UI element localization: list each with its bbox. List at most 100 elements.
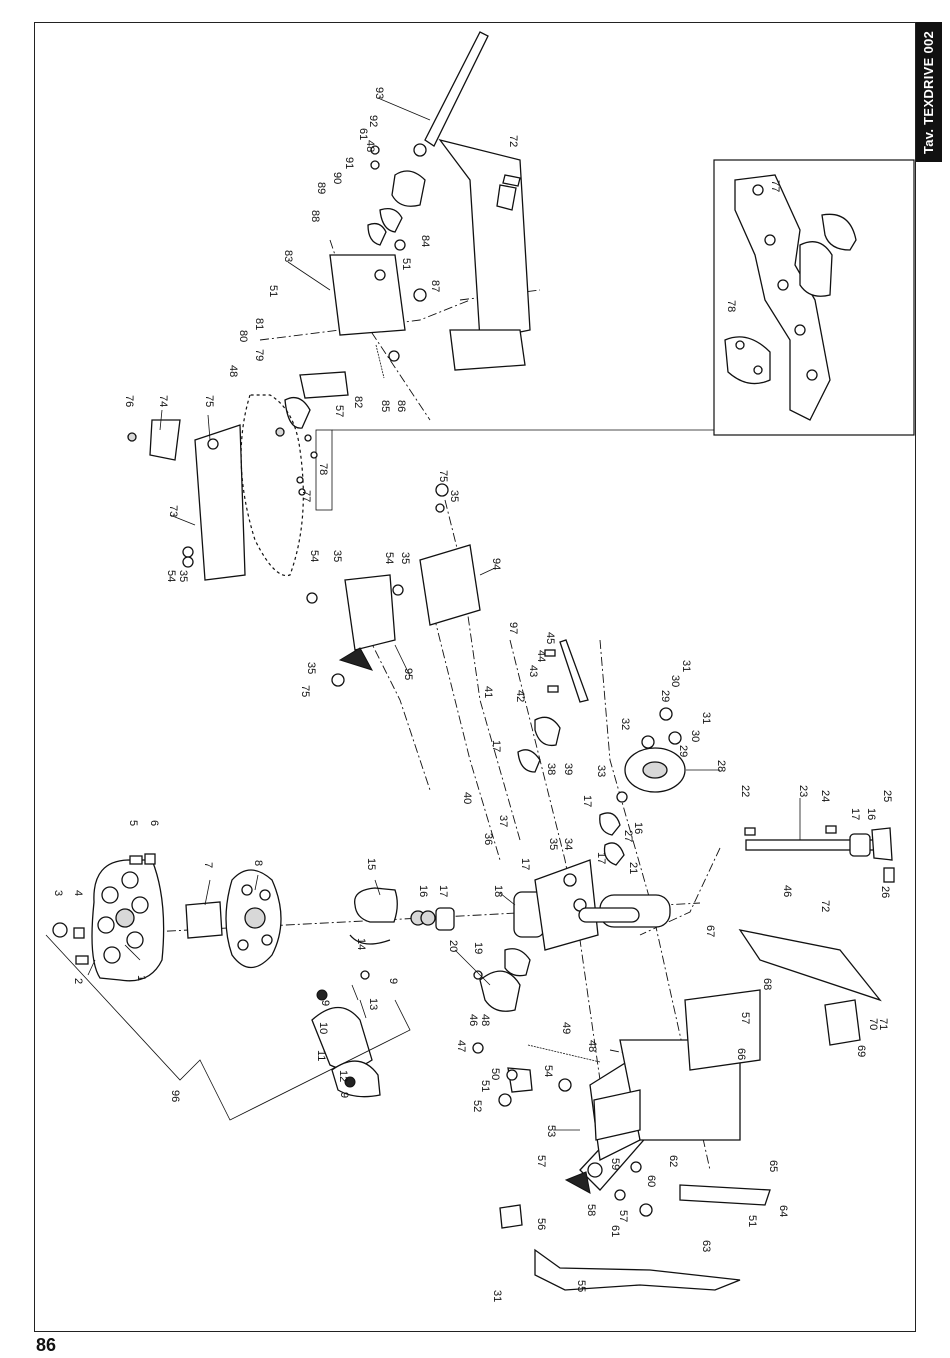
callout-16: 16 — [417, 885, 429, 897]
callout-17: 17 — [437, 885, 449, 897]
callout-51b: 51 — [746, 1215, 758, 1227]
callout-90: 90 — [331, 172, 343, 184]
callout-62: 62 — [667, 1155, 679, 1167]
group-bracket-96 — [45, 934, 411, 1121]
callout-34: 34 — [562, 838, 574, 850]
callout-13: 13 — [367, 998, 379, 1010]
callout-4: 4 — [72, 890, 84, 896]
callout-89: 89 — [315, 182, 327, 194]
upper-drive-assembly — [275, 31, 531, 437]
callout-96: 96 — [169, 1090, 181, 1102]
callout-72: 72 — [819, 900, 831, 912]
callout-72b: 72 — [507, 135, 519, 147]
callout-59: 59 — [609, 1158, 621, 1170]
callout-94: 94 — [490, 558, 502, 570]
callout-20: 20 — [447, 940, 459, 952]
callout-66: 66 — [735, 1048, 747, 1060]
belt-cover — [127, 419, 246, 581]
callout-2: 2 — [72, 978, 84, 984]
callout-5: 5 — [127, 820, 139, 826]
callout-75b: 75 — [437, 470, 449, 482]
chain-detail-inset — [296, 159, 915, 511]
callout-48d: 48 — [227, 365, 239, 377]
callout-31: 31 — [680, 660, 692, 672]
callout-27: 27 — [622, 830, 634, 842]
callout-9: 9 — [319, 1000, 331, 1006]
callout-42: 42 — [514, 690, 526, 702]
handle-frame — [534, 929, 882, 1291]
callout-35e: 35 — [305, 662, 317, 674]
callout-48b: 48 — [586, 1040, 598, 1052]
callout-22: 22 — [739, 785, 751, 797]
callout-17f: 17 — [849, 808, 861, 820]
callout-37: 37 — [497, 815, 509, 827]
callout-82: 82 — [352, 396, 364, 408]
callout-19: 19 — [472, 942, 484, 954]
callout-52: 52 — [471, 1100, 483, 1112]
callout-47: 47 — [455, 1040, 467, 1052]
callout-51: 51 — [479, 1080, 491, 1092]
callout-41: 41 — [482, 686, 494, 698]
page-number: 86 — [36, 1335, 57, 1355]
callout-17e: 17 — [581, 795, 593, 807]
callout-81: 81 — [253, 318, 265, 330]
callout-56: 56 — [535, 1218, 547, 1230]
clutch-shoes — [311, 970, 381, 1098]
callout-50: 50 — [489, 1068, 501, 1080]
callout-83: 83 — [282, 250, 294, 262]
callout-74: 74 — [157, 395, 169, 407]
callout-61b: 61 — [357, 128, 369, 140]
callout-16b: 16 — [632, 822, 644, 834]
callout-29: 29 — [659, 690, 671, 702]
callout-75: 75 — [203, 395, 215, 407]
callout-95: 95 — [402, 668, 414, 680]
callout-57c: 57 — [739, 1012, 751, 1024]
callout-91: 91 — [343, 157, 355, 169]
callout-93: 93 — [373, 87, 385, 99]
callout-77b: 77 — [769, 180, 781, 192]
callout-36: 36 — [482, 833, 494, 845]
callout-57d: 57 — [333, 405, 345, 417]
callout-11: 11 — [315, 1050, 327, 1061]
callout-17c: 17 — [595, 852, 607, 864]
callout-76: 76 — [123, 395, 135, 407]
callout-35f: 35 — [177, 570, 189, 582]
assembly-lines — [149, 239, 721, 1171]
callout-48: 48 — [479, 1014, 491, 1026]
callout-44: 44 — [535, 650, 547, 662]
callout-57b: 57 — [617, 1210, 629, 1222]
callout-49: 49 — [560, 1022, 572, 1034]
callout-23: 23 — [797, 785, 809, 797]
callout-31b: 31 — [700, 712, 712, 724]
callout-43: 43 — [527, 665, 539, 677]
callout-6: 6 — [148, 820, 160, 826]
callout-3: 3 — [52, 890, 64, 896]
callout-71: 71 — [877, 1018, 889, 1030]
callout-35d: 35 — [448, 490, 460, 502]
callout-18: 18 — [492, 885, 504, 897]
callout-53: 53 — [545, 1125, 557, 1137]
callout-1: 1 — [135, 975, 147, 981]
callout-30: 30 — [669, 675, 681, 687]
callout-65: 65 — [767, 1160, 779, 1172]
plate-tab: Tav. TEXDRIVE 002 — [916, 22, 942, 162]
callout-75c: 75 — [299, 685, 311, 697]
callout-86: 86 — [395, 400, 407, 412]
callout-46b: 46 — [781, 885, 793, 897]
callout-54d: 54 — [165, 570, 177, 582]
gearbox-group — [349, 859, 671, 1012]
spring-and-bushings — [472, 907, 653, 1229]
callout-88: 88 — [309, 210, 321, 222]
drawing-frame — [34, 22, 916, 1332]
callout-67: 67 — [704, 925, 716, 937]
callout-73: 73 — [167, 505, 179, 517]
callout-35: 35 — [547, 838, 559, 850]
callout-21: 21 — [627, 862, 639, 874]
callout-15: 15 — [365, 858, 377, 870]
callout-84: 84 — [419, 235, 431, 247]
callout-48c: 48 — [364, 140, 376, 152]
callout-58: 58 — [585, 1204, 597, 1216]
callout-63: 63 — [700, 1240, 712, 1252]
callout-35c: 35 — [399, 552, 411, 564]
callout-70: 70 — [867, 1018, 879, 1030]
